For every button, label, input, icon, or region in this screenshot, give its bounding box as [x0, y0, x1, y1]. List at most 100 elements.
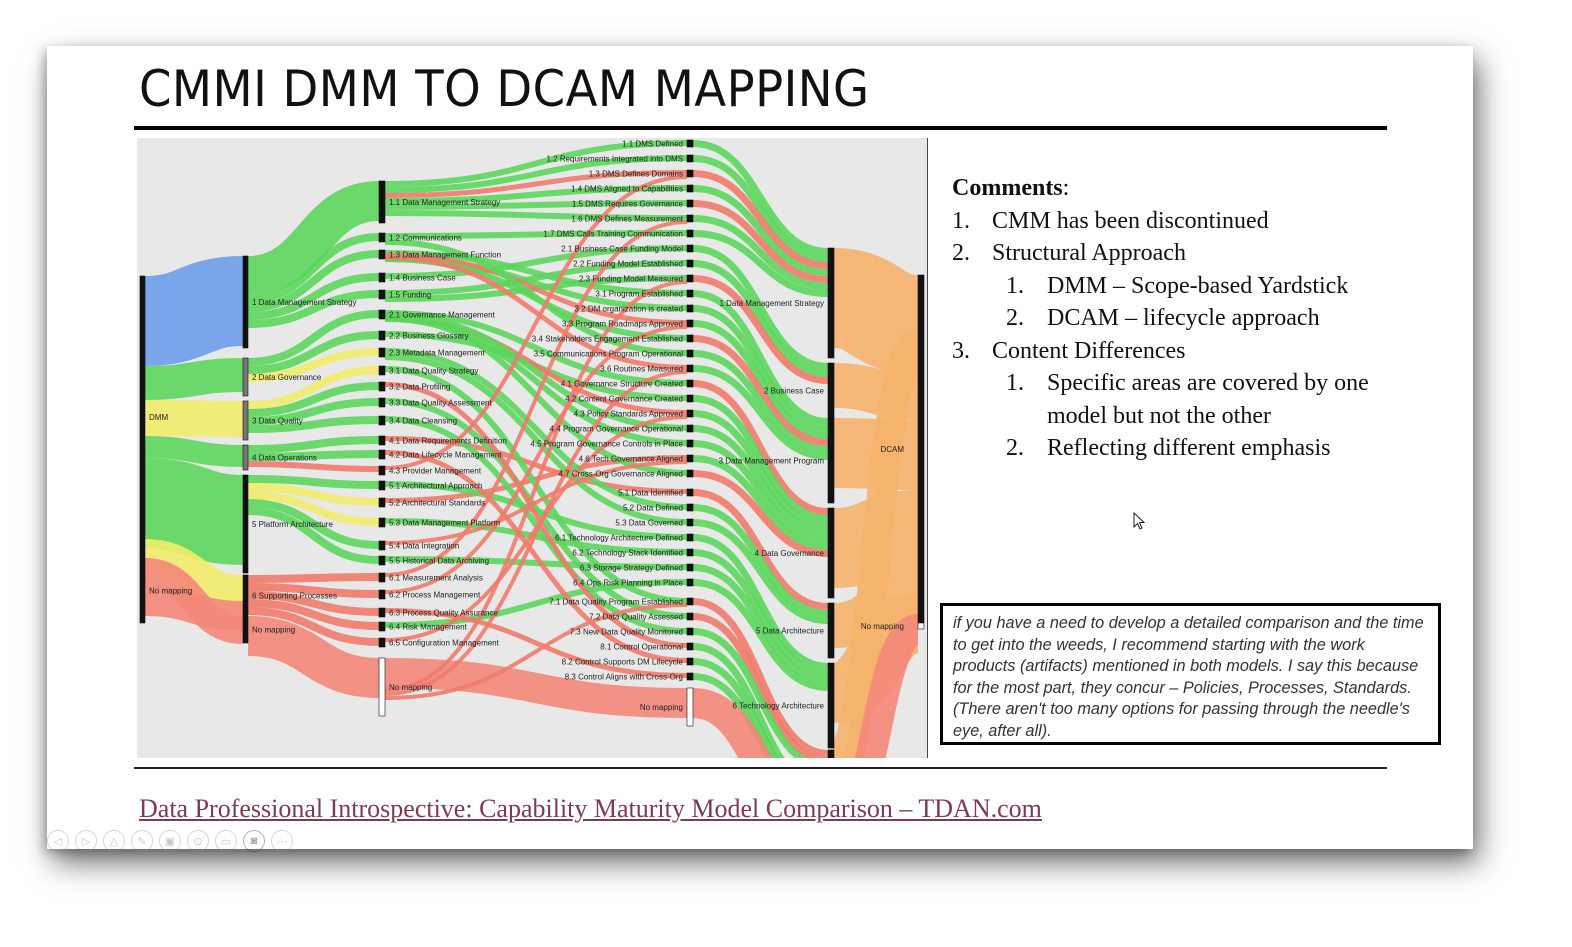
sankey-flow — [384, 608, 688, 678]
sankey-node-label: 5.1 Data Identified — [618, 489, 683, 498]
sankey-node — [378, 497, 386, 508]
pen-icon[interactable]: △ — [103, 830, 125, 852]
sankey-flow — [384, 210, 688, 221]
sankey-flow — [692, 613, 829, 758]
sankey-flow — [384, 230, 688, 239]
sankey-node — [378, 309, 386, 320]
flows — [143, 140, 925, 758]
sankey-flow — [384, 658, 688, 718]
sankey-node-label: 2.3 Metadata Management — [389, 349, 485, 358]
page-title: CMMI DMM TO DCAM MAPPING — [139, 60, 870, 118]
sankey-flow — [384, 280, 688, 692]
sankey-flow — [692, 455, 829, 550]
sankey-node-label: 5.4 Data Integration — [389, 542, 459, 551]
sankey-node — [686, 259, 694, 268]
sankey-flow — [692, 230, 829, 297]
sankey-flow — [692, 290, 829, 425]
sankey-flow — [384, 260, 688, 296]
more-icon[interactable]: ⋯ — [271, 830, 293, 852]
sankey-node-label: 3.4 Data Cleansing — [389, 417, 457, 426]
sankey-node — [378, 555, 386, 566]
sankey-flow — [384, 170, 688, 198]
sankey-flow — [692, 170, 829, 269]
sankey-node-label: 1.5 DMS Requires Governance — [572, 200, 684, 209]
sankey-flow — [384, 455, 688, 503]
sankey-node-label: 4.6 Tech Governance Aligned — [579, 455, 683, 464]
sankey-node-label: 3.1 Data Quality Strategy — [389, 367, 478, 376]
screen-icon[interactable]: ▭ — [215, 830, 237, 852]
sankey-node — [378, 480, 386, 491]
sankey-node-label: No mapping — [252, 626, 295, 635]
sankey-flow — [384, 354, 688, 525]
sankey-node-label: 4 Data Governance — [755, 549, 825, 558]
sankey-flow — [692, 470, 829, 557]
sankey-node — [378, 180, 386, 224]
comments-heading: Comments: — [952, 175, 1070, 201]
sankey-node-label: 5.2 Data Defined — [623, 504, 683, 513]
next-icon[interactable]: ▷ — [75, 830, 97, 852]
nodes — [139, 139, 925, 758]
comment-subitem: 2.Reflecting different emphasis — [1006, 435, 1331, 461]
copy-icon[interactable]: ▣ — [159, 830, 181, 852]
sankey-flow — [247, 591, 380, 616]
sankey-node-label: 7.1 Data Quality Program Established — [549, 598, 683, 607]
sankey-node-label: 6.4 Risk Management — [389, 623, 468, 632]
sankey-flow — [384, 398, 688, 619]
sankey-node-label: 3 Data Quality — [252, 417, 303, 426]
sankey-node-label: 6.1 Technology Architecture Defined — [555, 534, 683, 543]
pointer-icon[interactable]: ✎ — [131, 830, 153, 852]
sankey-flow — [692, 440, 829, 543]
sankey-node-label: 2 Business Case — [764, 387, 825, 396]
note-box: if you have a need to develop a detailed… — [940, 603, 1441, 745]
sankey-node — [378, 289, 386, 300]
sankey-node — [139, 275, 146, 559]
sankey-flow — [691, 688, 773, 758]
sankey-flow — [247, 599, 380, 630]
sankey-node — [242, 255, 249, 349]
sankey-node — [686, 454, 694, 463]
sankey-node-label: 2.1 Business Case Funding Model — [561, 245, 683, 254]
sankey-node-label: 2.3 Funding Model Measured — [579, 275, 683, 284]
sankey-node-label: 6.5 Configuration Management — [389, 639, 500, 648]
sankey-node-label: 7.3 New Data Quality Monitored — [570, 628, 683, 637]
sankey-flow — [692, 215, 829, 290]
sankey-node — [686, 612, 694, 621]
sankey-node — [378, 465, 386, 476]
camera-icon[interactable]: ◙ — [243, 830, 265, 852]
sankey-node — [686, 409, 694, 418]
sankey-node — [378, 381, 386, 392]
sankey-node-label: 5.1 Architectural Approach — [389, 482, 482, 491]
sankey-flow — [247, 475, 380, 489]
sankey-node-label: 3.2 DM organization is created — [575, 305, 684, 314]
sankey-node — [686, 563, 694, 572]
sankey-node-label: 6.3 Process Quality Assurance — [389, 609, 498, 618]
sankey-node-label: 1.1 DMS Defined — [622, 140, 683, 149]
sankey-flow — [692, 395, 829, 522]
sankey-flow — [384, 245, 688, 279]
sankey-flow — [144, 436, 244, 467]
comments-block: Comments: 1.CMM has been discontinued 2.… — [952, 172, 1369, 465]
sankey-node — [686, 379, 694, 388]
sankey-node-label: 3.6 Routines Measured — [600, 365, 683, 374]
source-link[interactable]: Data Professional Introspective: Capabil… — [139, 794, 1042, 823]
sankey-flow — [384, 348, 688, 510]
sankey-node-label: 1.1 Data Management Strategy — [389, 198, 500, 207]
zoom-icon[interactable]: ⊙ — [187, 830, 209, 852]
sankey-flow — [247, 233, 380, 304]
sankey-flow — [247, 310, 380, 366]
sankey-flow — [247, 461, 380, 472]
sankey-flow — [384, 310, 688, 386]
sankey-node — [686, 488, 694, 497]
sankey-flow — [692, 185, 829, 276]
sankey-flow — [247, 616, 380, 698]
sankey-node-label: No mapping — [389, 683, 432, 692]
sankey-flow — [247, 382, 380, 417]
comment-item: 2.Structural Approach — [952, 240, 1186, 266]
sankey-flow — [144, 586, 244, 631]
prev-icon[interactable]: ◁ — [47, 830, 69, 852]
sankey-node-label: 8.3 Control Aligns with Cross-Org — [565, 673, 683, 682]
sankey-flow — [692, 245, 829, 370]
vertical-divider — [927, 138, 928, 758]
sankey-node — [378, 347, 386, 358]
